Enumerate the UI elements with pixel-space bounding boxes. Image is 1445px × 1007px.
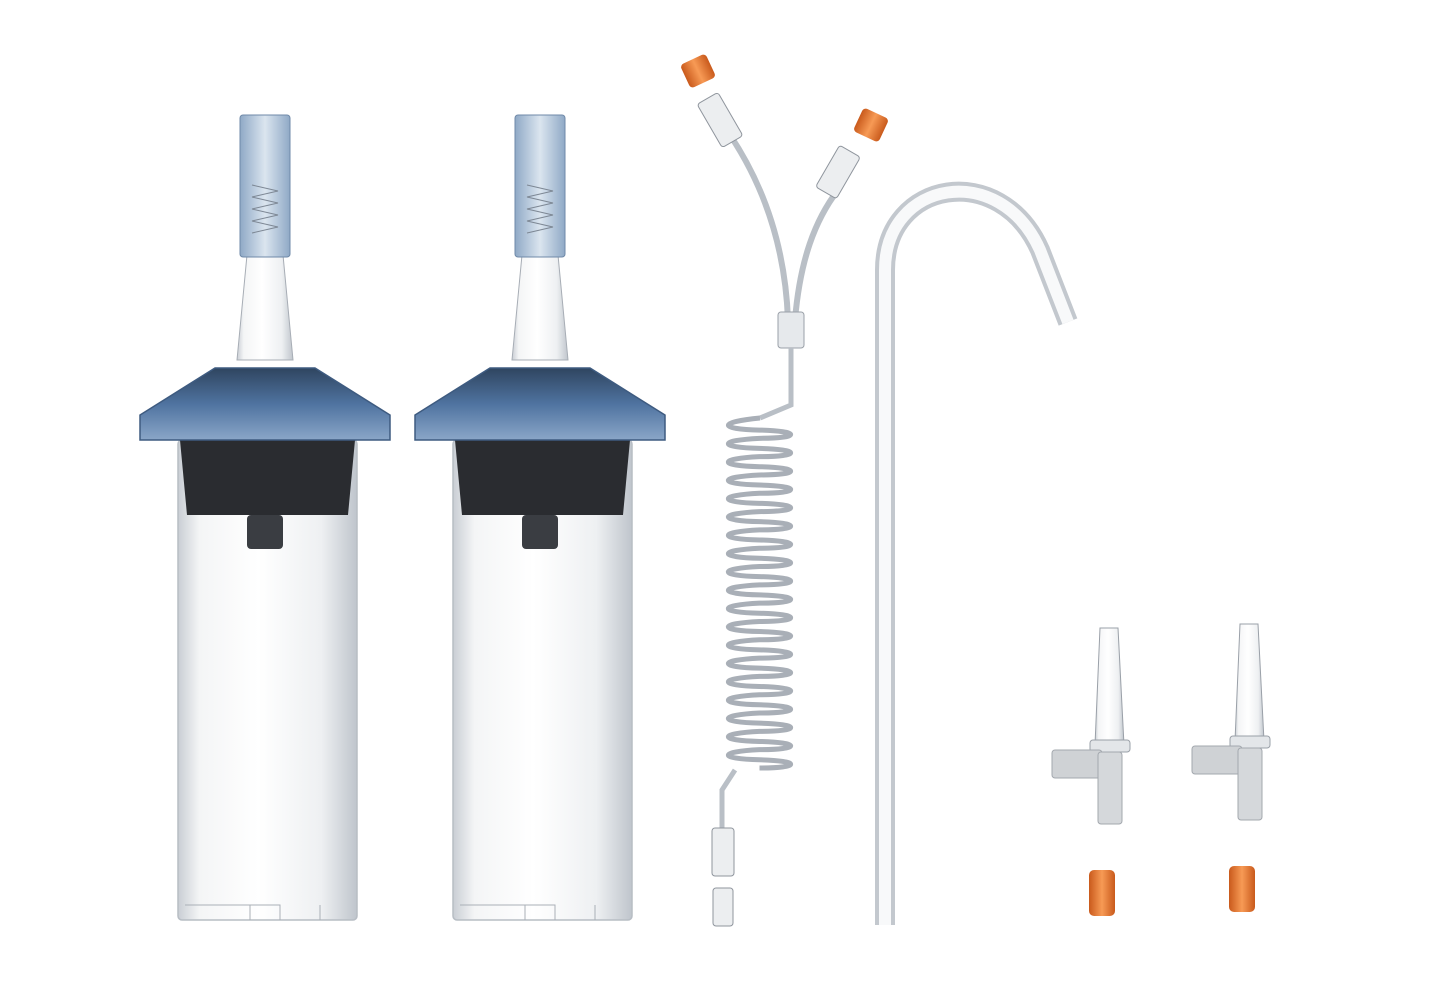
y-branch-left xyxy=(727,133,791,321)
spike xyxy=(1051,627,1131,916)
cap-orange xyxy=(681,54,715,88)
j-tube xyxy=(875,181,1078,925)
side-port xyxy=(1051,749,1103,779)
tube-to-coil xyxy=(759,348,794,421)
luer-adapter-loose xyxy=(712,887,734,927)
y-junction xyxy=(777,311,805,349)
barrel-notches xyxy=(185,904,321,920)
y-branch-right xyxy=(792,188,841,321)
spike xyxy=(1191,623,1271,913)
plunger-stem xyxy=(247,515,283,549)
spring-valve xyxy=(251,184,279,234)
spike-body xyxy=(1097,751,1123,825)
luer-connector-bottom xyxy=(711,827,735,877)
tube-from-coil xyxy=(719,768,738,830)
syringe xyxy=(139,114,391,921)
y-connector-coiled-tube xyxy=(681,54,888,927)
luer-top-cap xyxy=(239,114,291,258)
luer-connector-right xyxy=(816,145,860,199)
nozzle xyxy=(236,254,294,361)
plunger xyxy=(180,440,355,515)
cap-orange xyxy=(854,108,888,142)
cap-orange xyxy=(1089,870,1115,916)
spike-tip xyxy=(1094,627,1125,746)
syringe xyxy=(414,114,666,921)
flange xyxy=(139,367,391,441)
coil xyxy=(725,415,794,771)
luer-connector-left xyxy=(697,92,743,148)
